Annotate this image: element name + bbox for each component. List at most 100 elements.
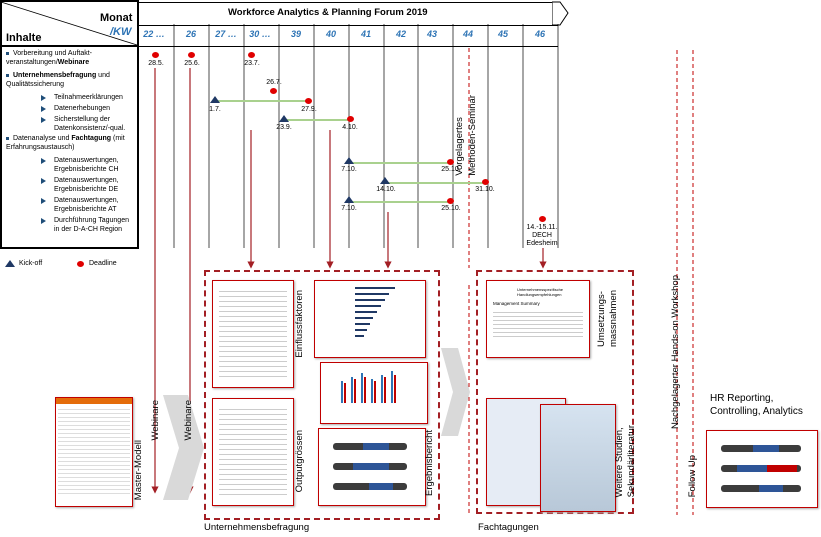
week-22: 22 …	[143, 29, 165, 39]
date-label: 25.10.	[441, 205, 461, 212]
doc-title: Unternehmensspezifische Handlungsempfehl…	[517, 287, 564, 297]
row-datenerhebung: Datenerhebungen	[54, 105, 111, 112]
row-tagungen: Durchführung Tagungen in der D-A-CH Regi…	[54, 217, 129, 233]
header-arrow	[552, 1, 569, 26]
fachtagungen-box	[476, 270, 634, 514]
fachtagungen-label: Fachtagungen	[478, 522, 539, 533]
deadline-dot	[482, 179, 489, 185]
date-label: 31.10.	[475, 186, 495, 193]
deadline-dot	[305, 98, 312, 104]
unternehmensbefragung-label: Unternehmensbefragung	[204, 522, 310, 533]
deadline-dot	[447, 159, 454, 165]
bar-de	[385, 182, 485, 184]
header-monat: Monat	[100, 12, 133, 24]
header-title: Workforce Analytics & Planning Forum 201…	[228, 7, 428, 18]
row-webinare: Vorbereitung und Auftakt-veranstaltungen…	[6, 50, 92, 66]
bullet-icon	[6, 51, 9, 55]
week-27: 27 …	[215, 29, 237, 39]
row-teilnahme: Teilnahmeerklärungen	[54, 94, 123, 101]
date-label: 23.9.	[276, 124, 292, 131]
webinare-label-1: Webinare	[150, 400, 161, 441]
date-label: 1.7.	[209, 106, 221, 113]
bar-chart-thumb-2	[320, 362, 428, 424]
date-label: 14.10.	[376, 186, 396, 193]
date-label: Edesheim	[526, 240, 558, 247]
hr-label: HR Reporting, Controlling, Analytics	[710, 393, 803, 417]
date-label: DECH	[532, 232, 552, 239]
kickoff-marker	[344, 196, 354, 203]
bar-chart-thumb-1	[314, 280, 426, 358]
week-40: 40	[325, 29, 336, 39]
deadline-dot	[248, 52, 255, 58]
master-label: Master-Modell	[133, 440, 144, 501]
week-30: 30 …	[249, 29, 271, 39]
date-label: 26.7.	[266, 79, 282, 86]
legend-kickoff-icon	[5, 260, 15, 267]
umsetzung-doc: Unternehmensspezifische Handlungsempfehl…	[486, 280, 590, 358]
week-26: 26	[185, 29, 196, 39]
bar-at	[350, 201, 450, 203]
header-kw: /KW	[110, 26, 132, 38]
deadline-dot	[152, 52, 159, 58]
row-sicherstellung: Sicherstellung der Datenkonsistenz/-qual…	[54, 116, 126, 132]
webinare-label-2: Webinare	[183, 400, 194, 441]
bar-sicherung	[284, 119, 350, 121]
week-42: 42	[395, 29, 406, 39]
survey-doc-2	[212, 398, 294, 506]
deadline-dot	[447, 198, 454, 204]
date-label: 14.-15.11.	[526, 224, 558, 231]
row-befragung: Unternehmensbefragung und Qualitätssiche…	[6, 72, 110, 88]
week-46: 46	[534, 29, 545, 39]
deadline-dot	[539, 216, 546, 222]
week-45: 45	[497, 29, 508, 39]
legend-deadline: Deadline	[89, 260, 117, 267]
row-analyse: Datenanalyse und Fachtagung (mit Erfahru…	[6, 135, 125, 151]
kickoff-marker	[344, 157, 354, 164]
date-label: 28.5.	[148, 60, 164, 67]
einfluss-label: Einflussfaktoren	[294, 290, 305, 358]
output-label: Outputgrössen	[294, 430, 305, 493]
date-label: 25.6.	[184, 60, 200, 67]
date-label: 27.9.	[301, 106, 317, 113]
survey-doc-1	[212, 280, 294, 388]
kickoff-marker	[279, 115, 289, 122]
date-label: 23.7.	[244, 60, 260, 67]
header-bar	[138, 2, 558, 26]
kickoff-marker	[380, 177, 390, 184]
date-label: 7.10.	[341, 166, 357, 173]
date-label: 7.10.	[341, 205, 357, 212]
ergebnis-label: Ergebnisbericht	[424, 430, 435, 497]
week-41: 41	[360, 29, 371, 39]
sub-bullets	[41, 95, 46, 224]
doc-heading: Management Summary	[493, 301, 540, 306]
date-label: 4.10.	[342, 124, 358, 131]
studie-doc-2	[540, 404, 616, 512]
deadline-dot	[347, 116, 354, 122]
bullet-icon	[6, 136, 9, 140]
result-thumb	[318, 428, 426, 506]
umsetzung-label: Umsetzungs-massnahmen	[596, 290, 619, 348]
week-43: 43	[426, 29, 437, 39]
bullet-icon	[6, 73, 9, 77]
master-model-thumb	[55, 397, 133, 507]
unternehmensbefragung-box	[204, 270, 440, 520]
row-at: Datenauswertungen, Ergebnisberichte AT	[54, 197, 119, 213]
week-39: 39	[290, 29, 301, 39]
deadline-dot	[188, 52, 195, 58]
header-inhalte: Inhalte	[6, 32, 42, 44]
hr-thumb	[706, 430, 818, 508]
row-de: Datenauswertungen, Ergebnisberichte DE	[54, 177, 119, 193]
legend-deadline-icon	[77, 261, 84, 267]
legend-kickoff: Kick-off	[19, 260, 43, 267]
kickoff-marker	[210, 96, 220, 103]
studien-label: Weitere Studien,Sekundärliteratur	[614, 425, 637, 498]
row-ch: Datenauswertungen, Ergebnisberichte CH	[54, 157, 119, 173]
week-row	[138, 24, 558, 47]
week-44: 44	[462, 29, 473, 39]
bar-teilnahme	[216, 100, 308, 102]
deadline-dot	[270, 88, 277, 94]
date-label: 25.10.	[441, 166, 461, 173]
bar-ch	[350, 162, 450, 164]
